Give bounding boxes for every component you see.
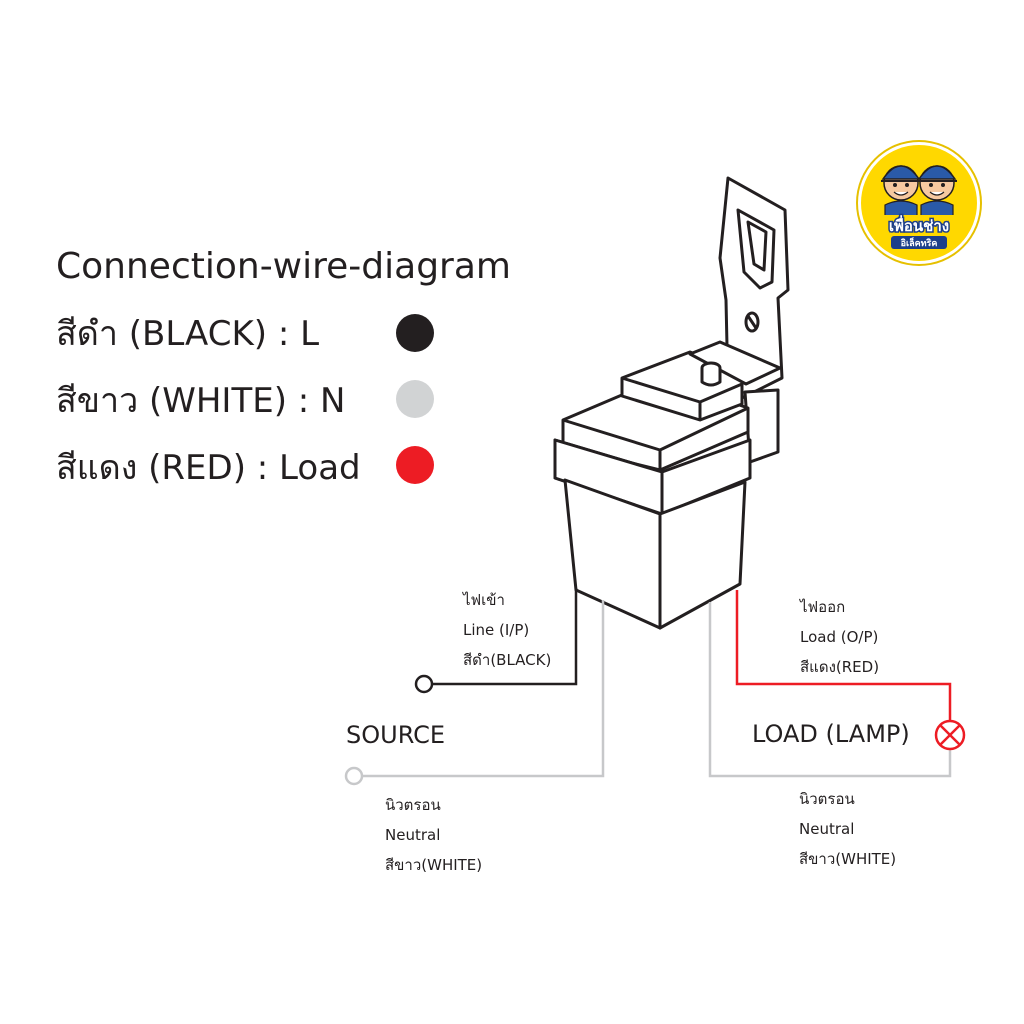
legend-black-label: สีดำ (BLACK) : L	[56, 314, 320, 354]
white-wire-left	[362, 600, 605, 778]
neutral-left-thai: นิวตรอน	[385, 796, 441, 814]
legend-white-label: สีขาว (WHITE) : N	[56, 381, 346, 421]
lamp-icon	[934, 719, 966, 751]
red-wire	[735, 590, 952, 720]
neutral-right-label: Neutral	[799, 820, 855, 838]
neutral-right-thai: นิวตรอน	[799, 790, 855, 808]
input-wire-color: สีดำ(BLACK)	[463, 651, 552, 669]
mascot-icon: เพื่อนช่าง อิเล็คทริค	[871, 165, 967, 251]
load-label: LOAD (LAMP)	[752, 720, 910, 748]
sensor-collar	[553, 438, 752, 516]
input-wire-thai: ไฟเข้า	[463, 591, 505, 609]
logo-text-main: เพื่อนช่าง	[889, 215, 949, 235]
brand-logo: เพื่อนช่าง อิเล็คทริค	[858, 142, 980, 264]
mounting-bracket	[718, 176, 790, 400]
source-neutral-terminal	[344, 766, 364, 786]
red-dot-icon	[396, 446, 434, 484]
white-wire-right	[708, 602, 952, 778]
neutral-right-color: สีขาว(WHITE)	[799, 850, 897, 868]
neutral-left-color: สีขาว(WHITE)	[385, 856, 483, 874]
source-line-terminal	[414, 674, 434, 694]
white-dot-icon	[396, 380, 434, 418]
black-dot-icon	[396, 314, 434, 352]
diagram-title: Connection-wire-diagram	[56, 246, 511, 287]
source-label: SOURCE	[346, 721, 446, 749]
logo-text-sub: อิเล็คทริค	[900, 236, 937, 249]
neutral-left-label: Neutral	[385, 826, 441, 844]
input-wire-line: Line (I/P)	[463, 621, 530, 639]
side-tab	[743, 388, 780, 464]
legend-red-label: สีแดง (RED) : Load	[56, 448, 361, 488]
output-wire-load: Load (O/P)	[800, 628, 879, 646]
output-wire-color: สีแดง(RED)	[800, 658, 880, 676]
output-wire-thai: ไฟออก	[800, 598, 846, 616]
sensor-body	[563, 478, 747, 630]
black-wire	[432, 588, 578, 686]
